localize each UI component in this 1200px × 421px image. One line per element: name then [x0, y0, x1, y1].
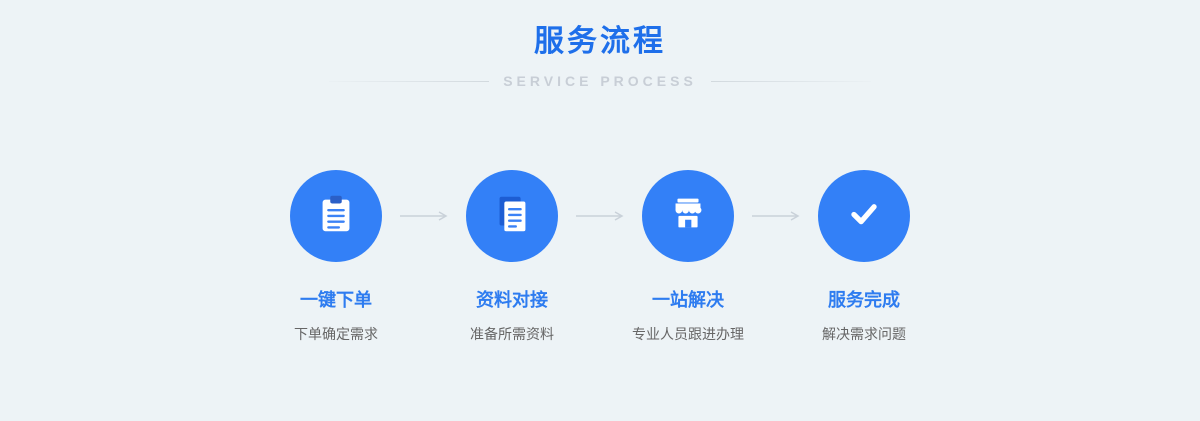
step-complete-circle	[818, 170, 910, 262]
check-icon	[841, 191, 887, 242]
documents-icon	[489, 191, 535, 242]
step-desc: 专业人员跟进办理	[632, 326, 744, 342]
page-title: 服务流程	[534, 25, 666, 58]
divider-line-left	[329, 80, 490, 82]
divider-line-right	[710, 80, 871, 82]
step-solve-circle	[642, 170, 734, 262]
step-title: 一站解决	[652, 290, 724, 310]
subtitle-divider: SERVICE PROCESS	[0, 72, 1200, 90]
step-complete: 服务完成 解决需求问题	[804, 170, 924, 344]
step-desc: 解决需求问题	[822, 326, 906, 342]
process-steps: 一键下单 下单确定需求	[0, 170, 1200, 344]
step-title: 一键下单	[300, 290, 372, 310]
service-process-section: 服务流程 SERVICE PROCESS 一键下单	[0, 25, 1200, 344]
step-materials-circle	[466, 170, 558, 262]
clipboard-icon	[313, 191, 359, 242]
arrow-right-icon	[572, 211, 628, 221]
page-subtitle: SERVICE PROCESS	[503, 73, 697, 89]
step-solve: 一站解决 专业人员跟进办理	[628, 170, 748, 344]
step-title: 服务完成	[828, 290, 900, 310]
storefront-icon	[665, 191, 711, 242]
step-desc: 准备所需资料	[470, 326, 554, 342]
step-order: 一键下单 下单确定需求	[276, 170, 396, 344]
step-title: 资料对接	[476, 290, 548, 310]
step-order-circle	[290, 170, 382, 262]
step-desc: 下单确定需求	[294, 326, 378, 342]
arrow-right-icon	[396, 211, 452, 221]
step-materials: 资料对接 准备所需资料	[452, 170, 572, 344]
arrow-right-icon	[748, 211, 804, 221]
